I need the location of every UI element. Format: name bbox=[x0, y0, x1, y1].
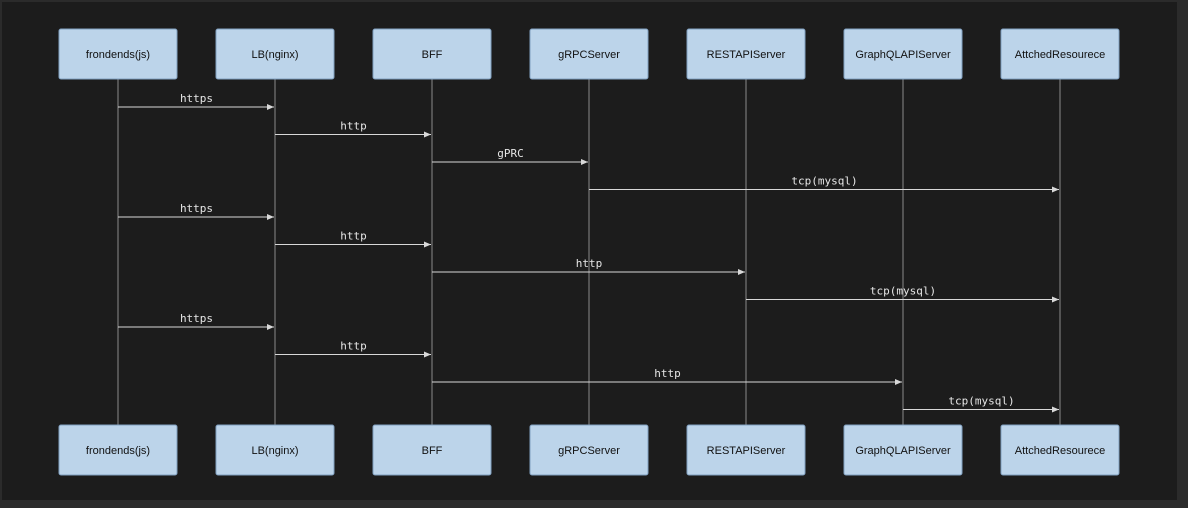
messages: https http gPRC tcp(mysql) https http http tcp(… bbox=[118, 92, 1059, 413]
actor-box-bottom: BFF bbox=[372, 424, 492, 476]
actor-box-bottom: AttchedResourece bbox=[1000, 424, 1120, 476]
actor-box-top: AttchedResourece bbox=[1000, 28, 1120, 80]
actor-box-rect bbox=[843, 28, 963, 80]
actor-box-rect bbox=[215, 28, 335, 80]
actor-box-bottom: frondends(js) bbox=[58, 424, 178, 476]
message-label: http bbox=[340, 230, 367, 243]
actor-box-rect bbox=[529, 424, 649, 476]
actor-box-top: GraphQLAPIServer bbox=[843, 28, 963, 80]
message: tcp(mysql) bbox=[746, 285, 1059, 303]
actor-box-bottom: LB(nginx) bbox=[215, 424, 335, 476]
message: https bbox=[118, 312, 274, 330]
actor-label: RESTAPIServer bbox=[707, 445, 786, 457]
actor-label: BFF bbox=[422, 49, 443, 61]
message-label: https bbox=[180, 92, 213, 105]
message: https bbox=[118, 92, 274, 110]
message: http bbox=[275, 120, 431, 138]
message: http bbox=[432, 367, 902, 385]
actor-box-bottom: GraphQLAPIServer bbox=[843, 424, 963, 476]
actor-box-top: gRPCServer bbox=[529, 28, 649, 80]
message-label: http bbox=[654, 367, 681, 380]
actor-label: GraphQLAPIServer bbox=[855, 49, 951, 61]
message: http bbox=[275, 340, 431, 358]
message-label: gPRC bbox=[497, 147, 524, 160]
actor-box-rect bbox=[58, 28, 178, 80]
actors-bottom: frondends(js) LB(nginx) BFF gRPCServer RESTA… bbox=[58, 424, 1120, 476]
actor-box-rect bbox=[686, 424, 806, 476]
actor-box-rect bbox=[372, 28, 492, 80]
message-label: https bbox=[180, 202, 213, 215]
actor-box-top: LB(nginx) bbox=[215, 28, 335, 80]
actor-box-top: RESTAPIServer bbox=[686, 28, 806, 80]
message: http bbox=[432, 257, 745, 275]
actor-box-rect bbox=[58, 424, 178, 476]
message-label: tcp(mysql) bbox=[948, 395, 1014, 408]
actor-box-bottom: gRPCServer bbox=[529, 424, 649, 476]
actor-label: AttchedResourece bbox=[1015, 445, 1106, 457]
actor-box-rect bbox=[686, 28, 806, 80]
actor-box-bottom: RESTAPIServer bbox=[686, 424, 806, 476]
message-label: tcp(mysql) bbox=[870, 285, 936, 298]
actor-label: gRPCServer bbox=[558, 445, 620, 457]
message-label: http bbox=[340, 120, 367, 133]
actor-label: frondends(js) bbox=[86, 445, 150, 457]
actor-box-rect bbox=[529, 28, 649, 80]
actor-label: gRPCServer bbox=[558, 49, 620, 61]
actors-top: frondends(js) LB(nginx) BFF gRPCServer RESTA… bbox=[58, 28, 1120, 80]
message-label: http bbox=[340, 340, 367, 353]
actor-label: RESTAPIServer bbox=[707, 49, 786, 61]
message-label: tcp(mysql) bbox=[791, 175, 857, 188]
actor-label: frondends(js) bbox=[86, 49, 150, 61]
message: http bbox=[275, 230, 431, 248]
actor-box-rect bbox=[843, 424, 963, 476]
message: tcp(mysql) bbox=[903, 395, 1059, 413]
lifelines bbox=[117, 79, 1061, 425]
actor-label: LB(nginx) bbox=[251, 445, 298, 457]
actor-label: GraphQLAPIServer bbox=[855, 445, 951, 457]
actor-box-rect bbox=[1000, 28, 1120, 80]
message: tcp(mysql) bbox=[589, 175, 1059, 193]
actor-label: AttchedResourece bbox=[1015, 49, 1106, 61]
message: gPRC bbox=[432, 147, 588, 165]
actor-box-rect bbox=[1000, 424, 1120, 476]
actor-box-top: BFF bbox=[372, 28, 492, 80]
actor-box-top: frondends(js) bbox=[58, 28, 178, 80]
message-label: https bbox=[180, 312, 213, 325]
actor-label: BFF bbox=[422, 445, 443, 457]
actor-box-rect bbox=[215, 424, 335, 476]
message: https bbox=[118, 202, 274, 220]
actor-label: LB(nginx) bbox=[251, 49, 298, 61]
actor-box-rect bbox=[372, 424, 492, 476]
message-label: http bbox=[576, 257, 603, 270]
